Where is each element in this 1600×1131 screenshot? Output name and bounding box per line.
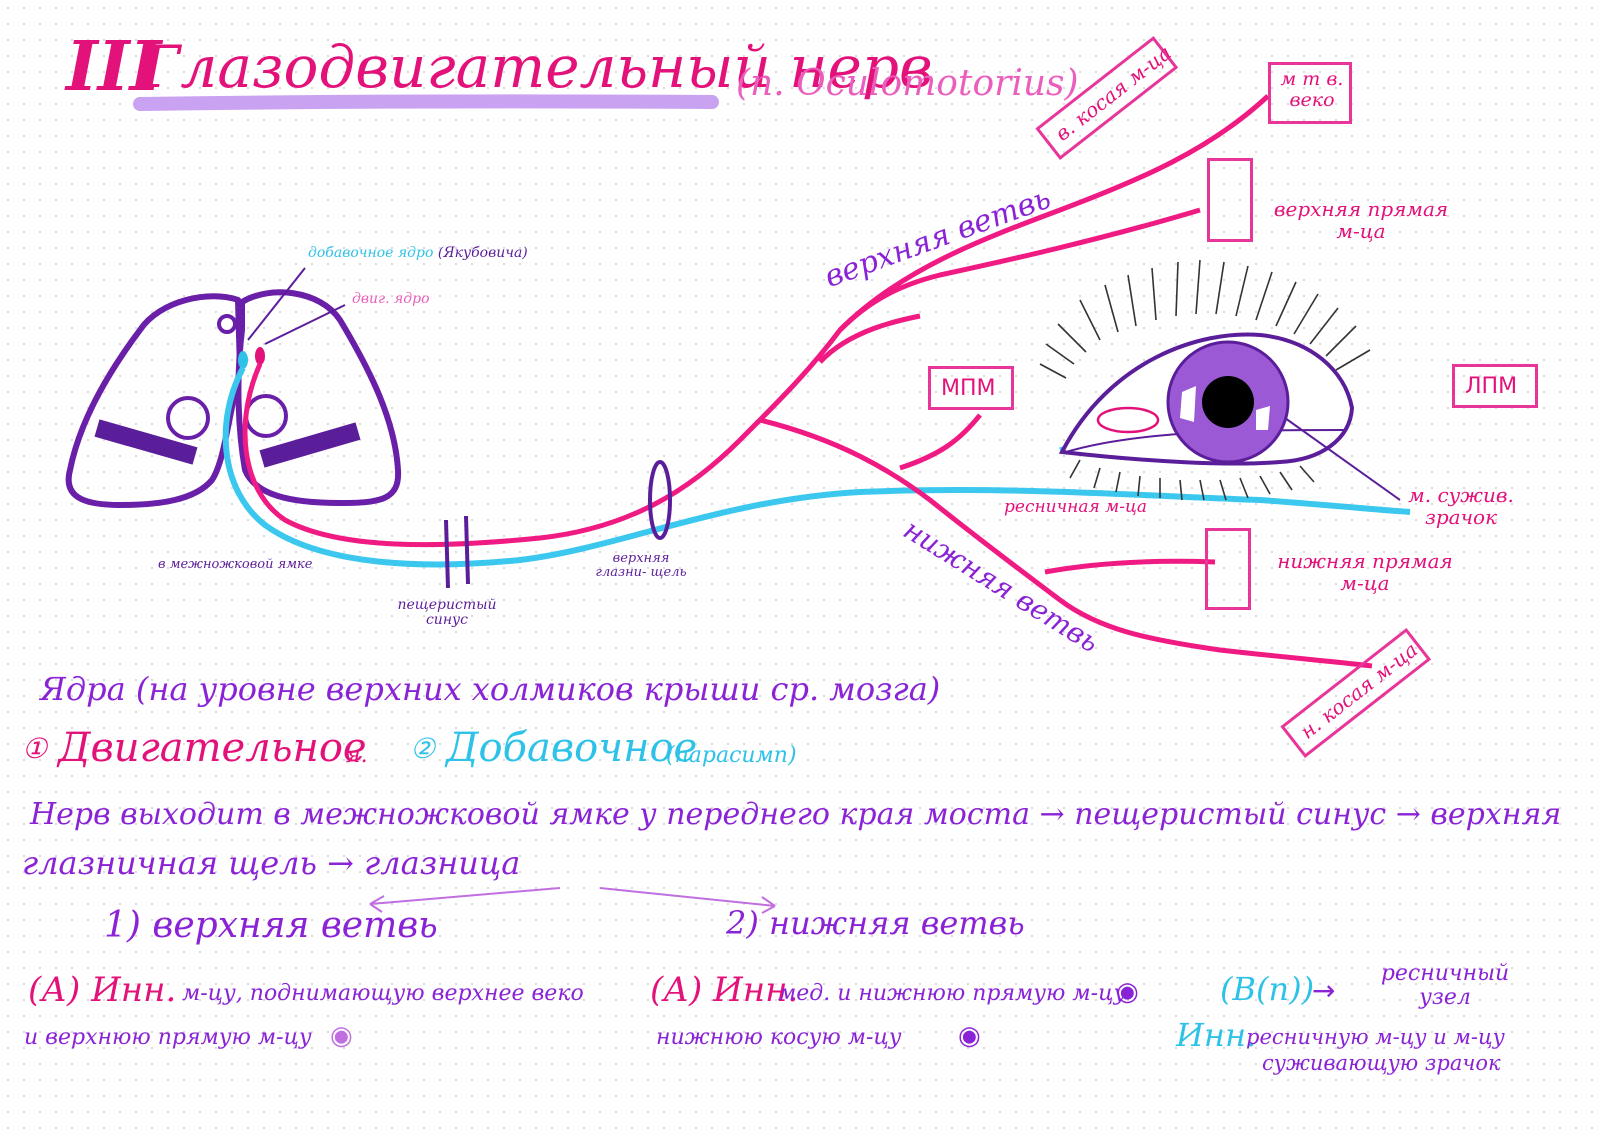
nucleus-1-num: ① <box>22 732 48 765</box>
superior-fissure-label: верхняя глазни- щель <box>595 551 687 581</box>
levator-palpebrae-label: м т в. веко <box>1280 68 1344 111</box>
medial-rectus-box: МПМ <box>928 366 1014 410</box>
c-label: (В(п)) <box>1220 970 1315 1008</box>
a-label: (А) Инн. <box>28 970 177 1010</box>
a-text-line-2: и верхнюю прямую м-цу <box>24 1025 312 1050</box>
title-underline <box>133 94 719 111</box>
c-text-line-2: суживающую зрачок <box>1262 1051 1501 1075</box>
cavernous-sinus-label: пещеристый синус <box>397 597 497 629</box>
lateral-rectus-label: ЛПМ <box>1465 374 1518 399</box>
nucleus-2-num: ② <box>410 732 436 765</box>
cavernous-sinus-mark-1 <box>444 519 450 589</box>
lower-branch-medial <box>899 413 982 471</box>
substantia-bar-right <box>259 422 361 468</box>
c-arrow: → <box>1312 974 1336 1007</box>
pupil <box>1202 376 1254 428</box>
midbrain-section <box>65 289 402 508</box>
upper-branch-levator <box>838 94 1270 332</box>
sphincter-pointer <box>1284 417 1401 501</box>
page-title: Глазодвигательный нерв <box>142 33 933 101</box>
cavernous-sinus-mark-2 <box>464 515 470 585</box>
accessory-author-text: (Якубовича) <box>437 245 528 261</box>
iris-highlight-left <box>1180 386 1196 422</box>
motor-pointer <box>264 304 346 345</box>
nuclei-heading: Ядра (на уровне верхних холмиков крыши с… <box>40 670 941 708</box>
latin-name: (n. Oculomotorius) <box>736 63 1079 104</box>
motor-fiber <box>242 207 1201 548</box>
nucleus-1: Двигательное <box>58 725 367 771</box>
lower-branch-inferior-rectus <box>1044 558 1216 575</box>
nucleus-1-suffix: я. <box>346 743 368 768</box>
parasympathetic-fiber <box>222 366 1411 568</box>
accessory-nucleus-text: добавочное ядро <box>308 245 434 261</box>
a-eye-icon: ◉ <box>330 1021 353 1051</box>
superior-fissure-ring <box>648 460 672 540</box>
pathway-line-2: глазничная щель → глазница <box>22 844 521 882</box>
b-label: (А) Инн. <box>650 970 799 1010</box>
branch-1: 1) верхняя ветвь <box>104 905 438 946</box>
inferior-rectus-label: нижняя прямая м-ца <box>1277 549 1453 595</box>
nucleus-2-suffix: (парасимп) <box>666 743 797 768</box>
b-text-line-1: мед. и нижнюю прямую м-цу <box>778 981 1127 1006</box>
superior-rectus-box <box>1207 158 1253 242</box>
b-eye-icon-2: ◉ <box>958 1021 981 1051</box>
lateral-rectus-box: ЛПМ <box>1452 364 1538 408</box>
substantia-bar-left <box>94 419 198 465</box>
c-text-line-1: ресничную м-цу и м-цу <box>1246 1025 1505 1049</box>
levator-palpebrae-box: м т в. веко <box>1268 62 1352 124</box>
ciliary-ring <box>1096 406 1160 434</box>
a-text-line-1: м-цу, поднимающую верхнее веко <box>182 981 584 1006</box>
b-text-line-2: нижнюю косую м-цу <box>656 1025 902 1050</box>
superior-rectus-label: верхняя прямая м-ца <box>1273 197 1449 243</box>
accessory-nucleus-dot <box>238 351 248 369</box>
pathway-line-1: Нерв выходит в межножковой ямке у передн… <box>30 797 1562 832</box>
iris-highlight-right <box>1256 406 1270 430</box>
sphincter-label: м. сужив. зрачок <box>1408 483 1514 529</box>
c-target: ресничный узел <box>1380 961 1510 1011</box>
accessory-pointer <box>247 267 306 341</box>
branch-2: 2) нижняя ветвь <box>726 904 1025 942</box>
b-eye-icon-1: ◉ <box>1116 977 1139 1007</box>
c-inn: Инн. <box>1176 1016 1257 1054</box>
motor-nucleus-dot <box>255 347 265 365</box>
accessory-nucleus-label: добавочное ядро (Якубовича) <box>308 245 528 261</box>
cranial-nerve-numeral: III <box>66 27 162 107</box>
medial-rectus-label: МПМ <box>941 376 996 401</box>
interpeduncular-label: в межножковой ямке <box>158 557 313 572</box>
nucleus-2: Добавочное <box>446 725 698 771</box>
ciliary-muscle-label: ресничная м-ца <box>1004 497 1148 517</box>
lower-branch <box>759 417 1373 669</box>
inferior-rectus-box <box>1205 528 1251 610</box>
eye-drawing <box>1039 259 1401 501</box>
motor-nucleus-label: двиг. ядро <box>352 291 430 307</box>
upper-branch-oblique <box>818 313 921 364</box>
